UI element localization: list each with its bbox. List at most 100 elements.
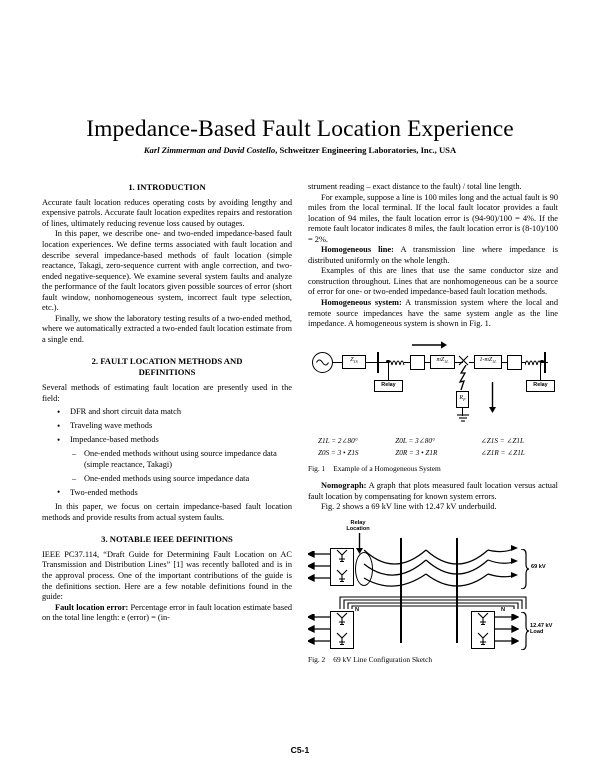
- methods-bullet-list-last: Two-ended methods: [42, 487, 292, 499]
- paragraph: Finally, we show the laboratory testing …: [42, 313, 292, 344]
- fault-resistance-box: RF: [456, 390, 469, 408]
- definition-text: Percentage error in fault location estim…: [42, 602, 292, 623]
- local-source-generator-icon: [312, 351, 333, 373]
- section-3-heading: 3. NOTABLE IEEE DEFINITIONS: [101, 534, 233, 545]
- equation: Z0R = 3 • Z1R: [395, 449, 438, 458]
- definition-text: A graph that plots measured fault locati…: [308, 481, 558, 501]
- underbuild-conductors-1247kv: [336, 595, 530, 615]
- ct-dot-icon: [386, 359, 390, 364]
- relay-lead-local: [388, 361, 390, 380]
- wire-segment: [469, 361, 474, 363]
- figure-label: Fig. 2: [308, 654, 326, 664]
- ct-dot-icon: [540, 359, 544, 364]
- list-item: Impedance-based methods: [42, 435, 292, 446]
- conductors-69kv: [354, 544, 519, 598]
- figure-caption-text: 69 kV Line Configuration Sketch: [333, 654, 433, 664]
- right-load-arrows-1247kv: [495, 612, 520, 651]
- brace-1247kv: [520, 611, 530, 654]
- section-2-heading-line1: 2. FAULT LOCATION METHODS AND: [91, 356, 243, 367]
- relay-location-label: Relay Location: [346, 519, 370, 533]
- line-impedance-remaining-box: 1-mZ1L: [474, 354, 502, 369]
- relay-label: Relay: [533, 382, 548, 389]
- paragraph: strument reading – exact distance to the…: [308, 182, 522, 191]
- figure-1-equation-row-1: Z1L = 2∠80° Z0L = 3∠80° ∠Z1S = ∠Z1L: [308, 436, 558, 447]
- remote-relay: Relay: [526, 379, 555, 392]
- line-impedance-to-fault-box: mZ1L: [430, 354, 455, 369]
- methods-bullet-list: DFR and short circuit data match Traveli…: [42, 407, 292, 446]
- relay-ct-oval-icon: [355, 551, 373, 586]
- wire-segment: [379, 361, 388, 363]
- wire-segment: [462, 407, 464, 416]
- left-feeder-arrows-1247kv: [306, 612, 332, 651]
- definition-homogeneous-line: Homogeneous line: A transmission line wh…: [308, 245, 558, 266]
- page-footer: C5-1: [290, 745, 310, 755]
- figure-1-homogeneous-system-diagram: Z1S mZ1L: [308, 338, 558, 434]
- wire-segment: [425, 361, 430, 363]
- figure-label: Fig. 1: [308, 463, 326, 473]
- affiliation: , Schweitzer Engineering Laboratories, I…: [275, 145, 457, 155]
- wire-segment: [502, 361, 507, 363]
- paragraph: Fig. 2 shows a 69 kV line with 12.47 kV …: [321, 502, 497, 512]
- ct-coil-icon: [524, 356, 542, 371]
- definition-term: Homogeneous line:: [321, 245, 394, 255]
- list-item: DFR and short circuit data match: [42, 407, 292, 418]
- methods-sub-list: One-ended methods without using source i…: [42, 449, 292, 484]
- fault-arc-icon: [458, 364, 472, 395]
- left-transformer-69kv: [330, 547, 354, 586]
- paragraph: Accurate fault location reduces operatin…: [42, 197, 292, 228]
- section-1-heading: 1. INTRODUCTION: [128, 182, 206, 192]
- brace-69kv: [520, 548, 530, 593]
- fault-current-arrow-icon: [488, 381, 497, 418]
- local-bus: [377, 351, 379, 373]
- definition-text: A transmission system where the local an…: [308, 298, 559, 329]
- page-title: Impedance-Based Fault Location Experienc…: [86, 115, 514, 142]
- definition-fault-location-error: Fault location error: Percentage error i…: [42, 603, 292, 624]
- equation: Z0S = 3 • Z1S: [318, 449, 359, 458]
- figure-2-line-configuration-diagram: Relay Location: [306, 519, 558, 651]
- wire-segment: [333, 361, 342, 363]
- impedance-label: 1-mZ1L: [479, 357, 497, 365]
- remote-bus: [544, 351, 546, 373]
- voltage-label-69kv: 69 kV: [531, 563, 546, 570]
- wire-segment: [366, 361, 377, 363]
- list-item: One-ended methods without using source i…: [42, 449, 292, 470]
- equation: ∠Z1R = ∠Z1L: [480, 449, 525, 458]
- left-transformer-1247kv: [330, 610, 354, 649]
- left-feeder-arrows-69kv: [306, 549, 332, 588]
- figure-1-equation-row-2: Z0S = 3 • Z1S Z0R = 3 • Z1R ∠Z1R = ∠Z1L: [308, 448, 558, 459]
- voltage-label-1247kv: 12.47 kV Load: [530, 622, 553, 636]
- current-direction-arrow-icon: [412, 340, 448, 353]
- list-item: Traveling wave methods: [42, 421, 292, 432]
- section-2-heading-line2: DEFINITIONS: [138, 367, 196, 378]
- remote-breaker: [507, 354, 522, 370]
- paragraph: In this paper, we describe one- and two-…: [42, 229, 292, 313]
- definition-term: Fault location error:: [55, 602, 129, 612]
- ct-coil-icon: [387, 356, 405, 371]
- relay-location-arrow-icon: [355, 532, 364, 559]
- neutral-label-left: N: [354, 606, 360, 613]
- paragraph: IEEE PC37.114, “Draft Guide for Determin…: [42, 549, 292, 602]
- list-item: One-ended methods using source impedance…: [42, 474, 292, 485]
- equation: Z0L = 3∠80°: [395, 436, 435, 445]
- definition-text: A transmission line where impedance is d…: [308, 245, 558, 265]
- paragraph: In this paper, we focus on certain imped…: [42, 501, 292, 522]
- definition-term: Nomograph:: [321, 481, 367, 491]
- fault-point-marker-icon: [458, 355, 470, 373]
- local-source-impedance-box: Z1S: [342, 354, 366, 369]
- right-column: strument reading – exact distance to the…: [306, 182, 559, 672]
- list-item: Two-ended methods: [42, 487, 292, 499]
- relay-label: Relay: [381, 382, 396, 389]
- paragraph: Examples of this are lines that use the …: [308, 266, 558, 297]
- fault-resistance-label: RF: [459, 394, 466, 402]
- relay-lead-remote: [540, 361, 542, 380]
- figure-2-caption: Fig. 2 69 kV Line Configuration Sketch: [308, 655, 558, 666]
- ground-symbol-icon: [455, 414, 471, 427]
- equation: Z1L = 2∠80°: [318, 436, 358, 445]
- impedance-label: Z1S: [350, 357, 358, 365]
- wire-segment: [455, 361, 463, 363]
- impedance-label: mZ1L: [436, 357, 449, 365]
- wire-segment: [404, 361, 410, 363]
- local-relay: Relay: [374, 379, 403, 392]
